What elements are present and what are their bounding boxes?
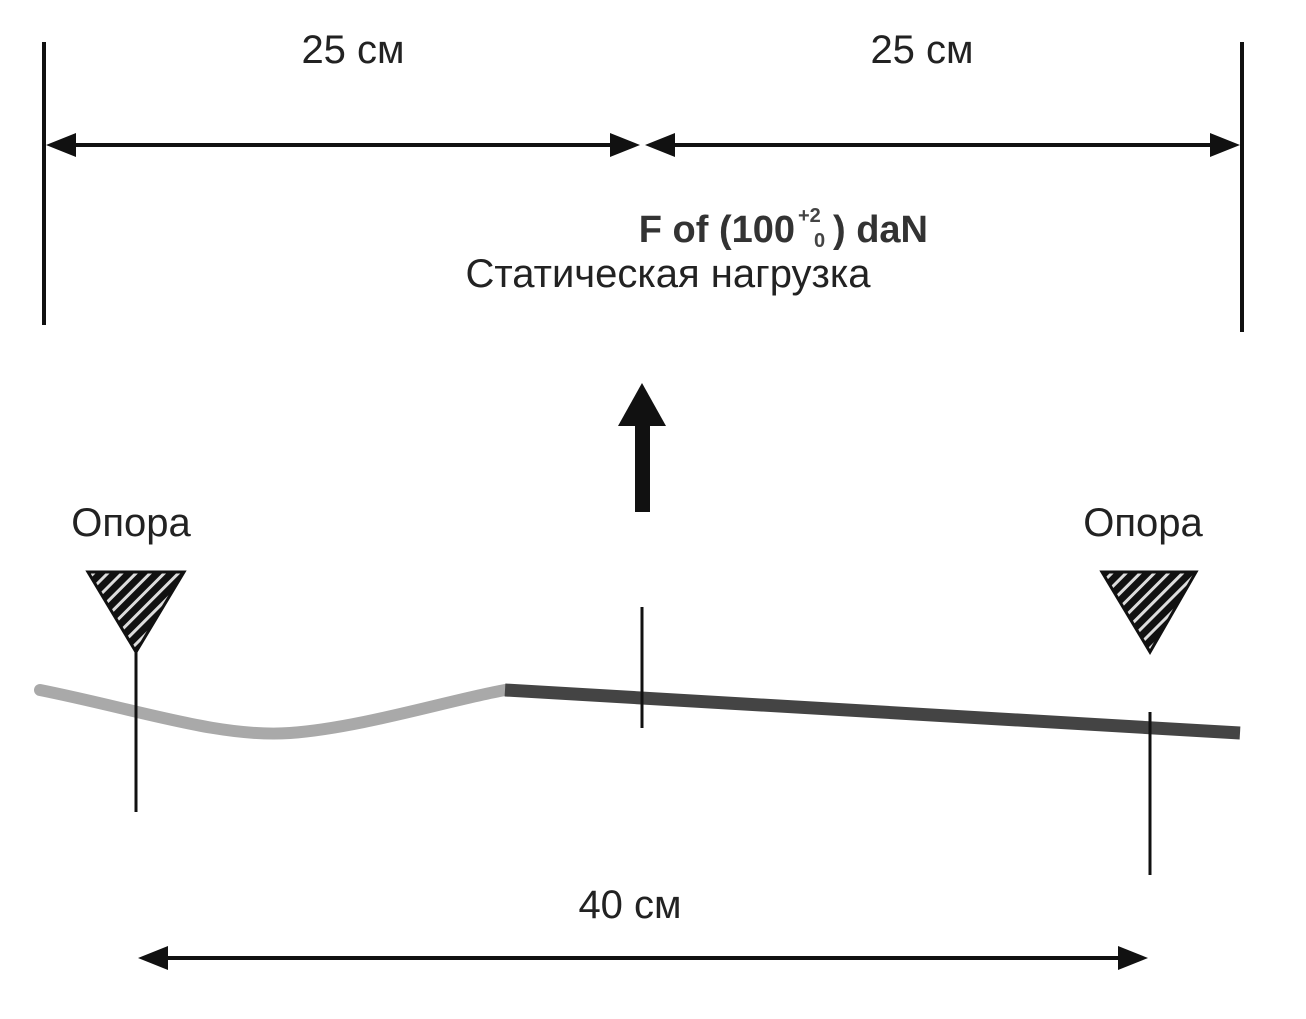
deflected-beam-segment [34,684,511,740]
force-value-prefix: F of (100 [639,209,795,251]
left-span-label: 25 см [301,28,404,72]
right-span-label: 25 см [870,28,973,72]
beam-segment [504,683,1241,740]
right-support-label: Опора [1083,501,1203,545]
left-support-label: Опора [71,501,191,545]
force-value-suffix: ) daN [833,209,928,251]
right-dimension-arrow [645,133,1240,157]
static-load-caption: Статическая нагрузка [466,252,872,296]
support-span-label: 40 см [578,883,681,927]
left-support-icon [85,570,187,655]
right-support-icon [1099,570,1199,655]
left-dimension-arrow [46,133,640,157]
force-tolerance-upper: +2 [798,205,821,227]
load-arrow-up-icon [618,383,666,512]
force-tolerance-lower: 0 [814,230,825,252]
support-span-arrow [138,946,1148,970]
